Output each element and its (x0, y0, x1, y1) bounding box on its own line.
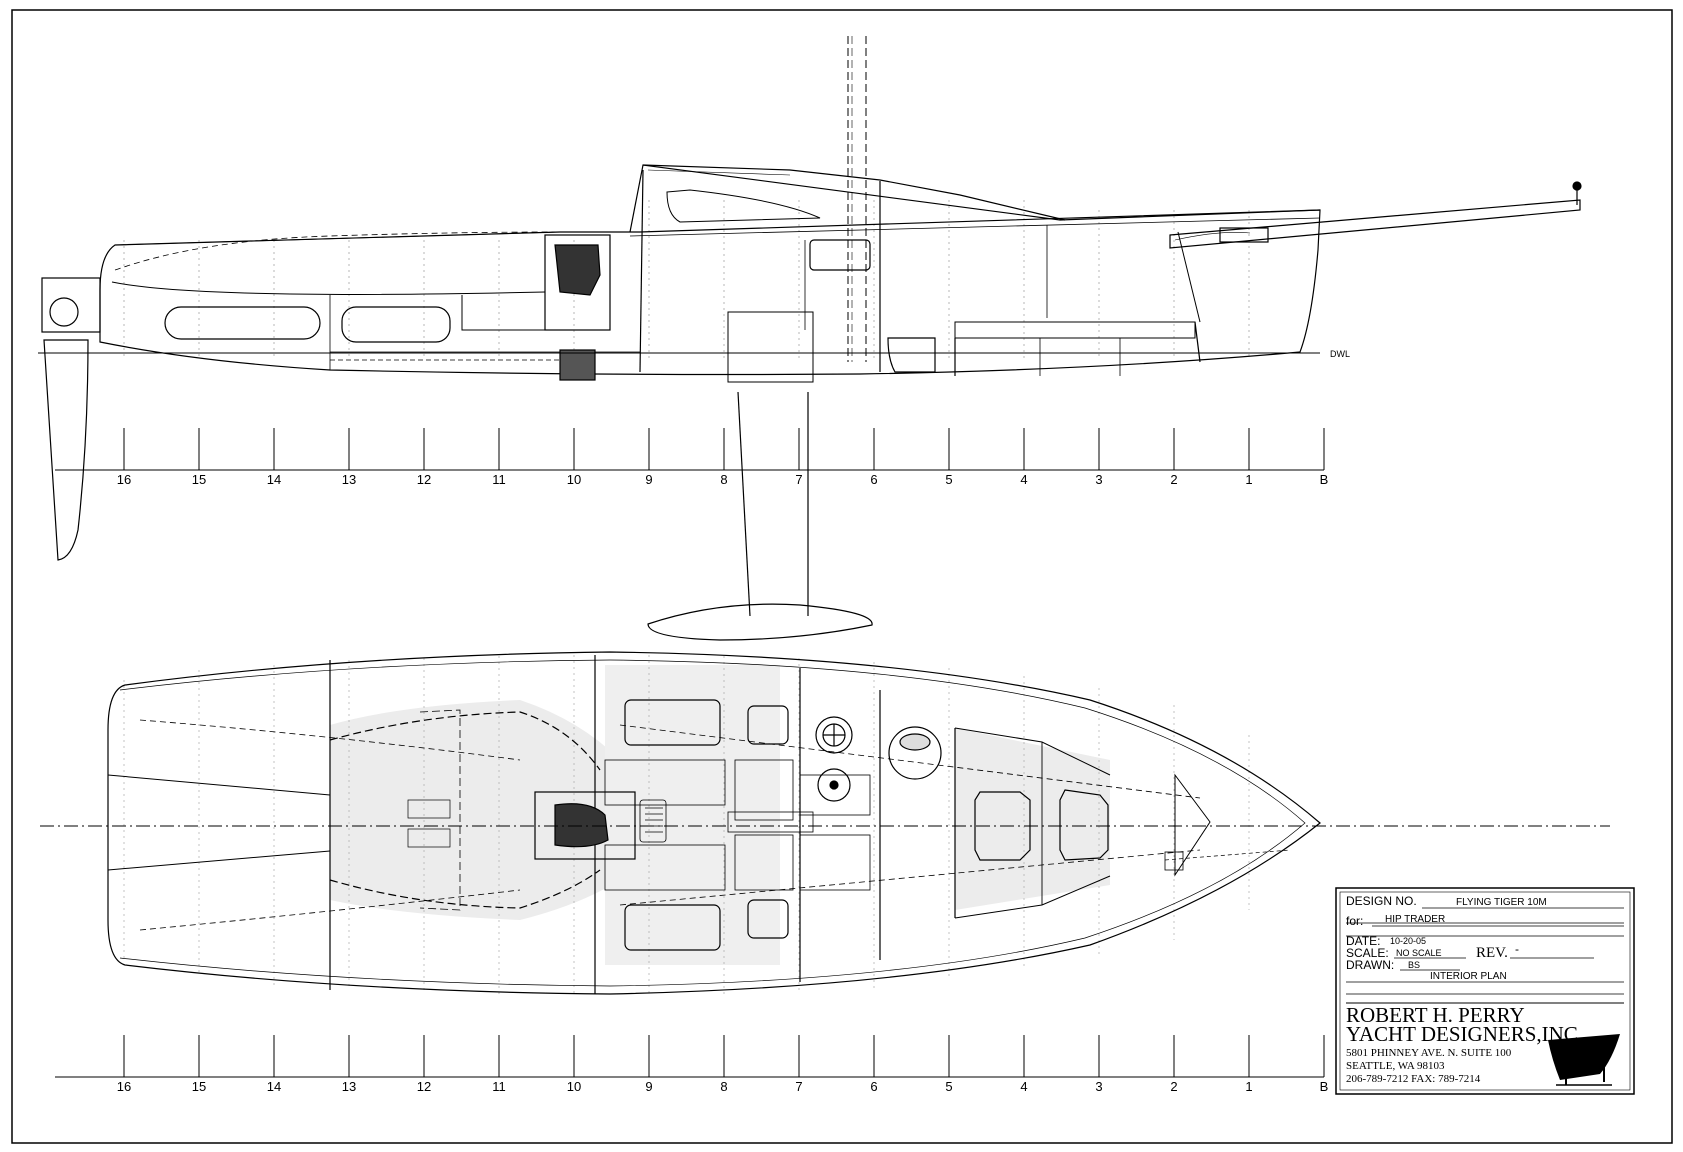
waterline-label: DWL (1330, 349, 1350, 359)
chain-locker (1174, 773, 1211, 877)
station-label: 10 (567, 472, 581, 487)
transom (41, 277, 101, 333)
station-label: 6 (870, 472, 877, 487)
engine-hatch (534, 791, 636, 860)
sheet-title: INTERIOR PLAN (1430, 971, 1507, 982)
station-label: 2 (1170, 1079, 1177, 1094)
fwd-hatch-1 (974, 791, 1031, 861)
station-label: 2 (1170, 472, 1177, 487)
fwd-hatch-2 (1059, 789, 1109, 861)
address-line1: 5801 PHINNEY AVE. N. SUITE 100 (1346, 1047, 1512, 1059)
for-label: for: (1346, 914, 1363, 928)
design-no-label: DESIGN NO. (1346, 894, 1417, 908)
rudder (43, 339, 89, 561)
toilet (887, 337, 936, 373)
plan-view (40, 651, 1610, 995)
rev-label: REV. (1476, 945, 1508, 961)
profile-view (41, 36, 1582, 641)
station-label: 15 (192, 472, 206, 487)
engine (544, 234, 611, 381)
station-label: 13 (342, 472, 356, 487)
title-block: DESIGN NO. FLYING TIGER 10M for: HIP TRA… (1335, 887, 1635, 1095)
hull-profile (99, 209, 1321, 376)
station-label: 12 (417, 1079, 431, 1094)
station-label: 8 (720, 472, 727, 487)
bowsprit (1169, 181, 1582, 249)
rev-value: - (1515, 942, 1519, 956)
date-value: 10-20-05 (1390, 936, 1426, 946)
station-label: 10 (567, 1079, 581, 1094)
keel-bulb (647, 603, 873, 641)
station-labels-top: 16 15 14 13 12 11 10 9 8 7 6 5 4 3 2 1 B (117, 472, 1329, 487)
station-label: 1 (1245, 1079, 1252, 1094)
address-line2: SEATTLE, WA 98103 (1346, 1060, 1445, 1072)
station-label: 3 (1095, 1079, 1102, 1094)
station-label: 14 (267, 472, 281, 487)
stove-icon (815, 716, 853, 754)
station-label: 9 (645, 472, 652, 487)
station-label: 16 (117, 1079, 131, 1094)
station-label: 9 (645, 1079, 652, 1094)
scale-label: SCALE: (1346, 946, 1389, 960)
company-name-line1: ROBERT H. PERRY (1346, 1003, 1525, 1027)
drawn-label: DRAWN: (1346, 958, 1394, 972)
station-label: 15 (192, 1079, 206, 1094)
station-label: 12 (417, 472, 431, 487)
keel-strut-aft (737, 391, 751, 617)
date-label: DATE: (1346, 934, 1380, 948)
v-berth (954, 321, 1196, 339)
station-label: 16 (117, 472, 131, 487)
station-label: B (1320, 472, 1329, 487)
station-label: 8 (720, 1079, 727, 1094)
floorboards (604, 759, 871, 891)
company-name-line2: YACHT DESIGNERS,INC. (1346, 1022, 1583, 1046)
station-label: 4 (1020, 1079, 1027, 1094)
stern-portlight-2 (341, 306, 451, 343)
cockpit-sole-shade (330, 700, 620, 920)
hull-logo-icon (1548, 1034, 1620, 1086)
station-labels-bottom: 16 15 14 13 12 11 10 9 8 7 6 5 4 3 2 1 B (117, 1079, 1329, 1094)
portlight (666, 189, 821, 223)
station-label: 7 (795, 1079, 802, 1094)
hull-plan (107, 651, 1321, 995)
station-label: 11 (492, 472, 506, 487)
head-toilet (888, 726, 942, 780)
station-axis-bottom (55, 1035, 1325, 1078)
station-label: 3 (1095, 472, 1102, 487)
cabin-house (629, 164, 1321, 233)
design-no-value: FLYING TIGER 10M (1456, 897, 1547, 908)
station-label: 14 (267, 1079, 281, 1094)
stern-portlight-1 (164, 306, 321, 340)
station-axis-top (55, 428, 1325, 471)
cockpit-outline (329, 711, 601, 771)
station-label: 5 (945, 1079, 952, 1094)
scale-value: NO SCALE (1396, 948, 1442, 958)
station-label: 4 (1020, 472, 1027, 487)
head-cabinet (809, 239, 871, 271)
station-label: 1 (1245, 472, 1252, 487)
station-label: 5 (945, 472, 952, 487)
station-label: 7 (795, 472, 802, 487)
for-value: HIP TRADER (1385, 914, 1445, 925)
settee-hatch-stbd (624, 904, 721, 951)
station-label: 11 (492, 1079, 506, 1094)
sink-icon (817, 768, 851, 802)
station-label: 6 (870, 1079, 877, 1094)
mast-centerlines (847, 36, 867, 362)
station-label: B (1320, 1079, 1329, 1094)
phone-line: 206-789-7212 FAX: 789-7214 (1346, 1073, 1481, 1085)
settee-hatch-port (624, 699, 721, 746)
station-label: 13 (342, 1079, 356, 1094)
drawn-value: BS (1408, 960, 1420, 970)
sheet-border (11, 9, 1673, 1144)
